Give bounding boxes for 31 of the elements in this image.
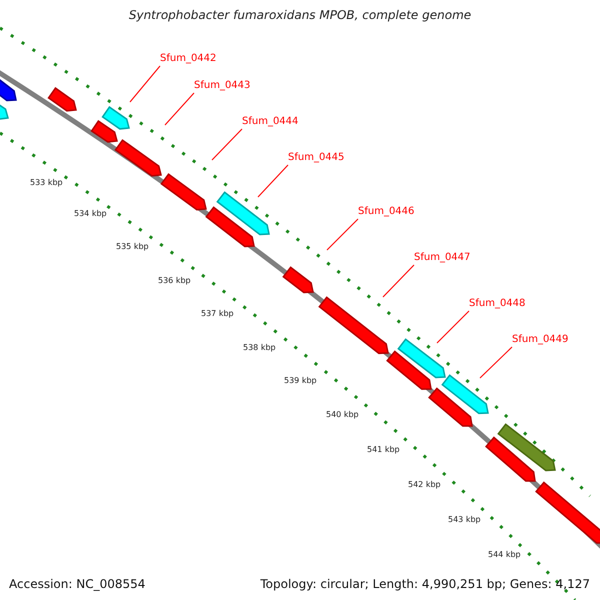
scale-label: 535 kbp bbox=[116, 243, 149, 251]
leader-line bbox=[258, 164, 288, 198]
gene-label: Sfum_0448 bbox=[469, 297, 526, 311]
footer-text: Topology: circular; Length: 4,990,251 bp; Genes: 4,127 bbox=[260, 578, 590, 590]
gene-label: Sfum_0443 bbox=[194, 79, 250, 93]
leader-line bbox=[382, 264, 414, 298]
gene-label: Sfum_0447 bbox=[414, 251, 470, 265]
scale-label: 544 kbp bbox=[488, 551, 521, 559]
gene-label: Sfum_0445 bbox=[288, 151, 344, 165]
scale-label: 539 kbp bbox=[284, 377, 317, 385]
scale-label: 538 kbp bbox=[243, 344, 276, 352]
leader-line bbox=[436, 310, 470, 344]
scale-label: 542 kbp bbox=[408, 481, 441, 489]
leader-line bbox=[326, 218, 358, 250]
leader-line bbox=[212, 128, 242, 160]
scale-label: 534 kbp bbox=[74, 210, 107, 218]
scale-label: 533 kbp bbox=[30, 179, 63, 187]
scale-label: 537 kbp bbox=[201, 310, 234, 318]
scale-label: 540 kbp bbox=[326, 411, 359, 419]
footer-text: Accession: NC_008554 bbox=[9, 578, 146, 590]
gene-label: Sfum_0442 bbox=[160, 52, 216, 66]
leader-line bbox=[130, 66, 160, 102]
gene-label: Sfum_0449 bbox=[512, 333, 568, 347]
leader-line bbox=[480, 346, 512, 378]
scale-label: 536 kbp bbox=[158, 277, 191, 285]
title: Syntrophobacter fumaroxidans MPOB, complete genome bbox=[128, 9, 472, 21]
scale-label: 543 kbp bbox=[448, 516, 481, 524]
leader-line bbox=[164, 92, 194, 126]
gene-label: Sfum_0444 bbox=[242, 115, 298, 129]
scale-label: 541 kbp bbox=[367, 446, 400, 454]
gene-label: Sfum_0446 bbox=[358, 205, 414, 219]
